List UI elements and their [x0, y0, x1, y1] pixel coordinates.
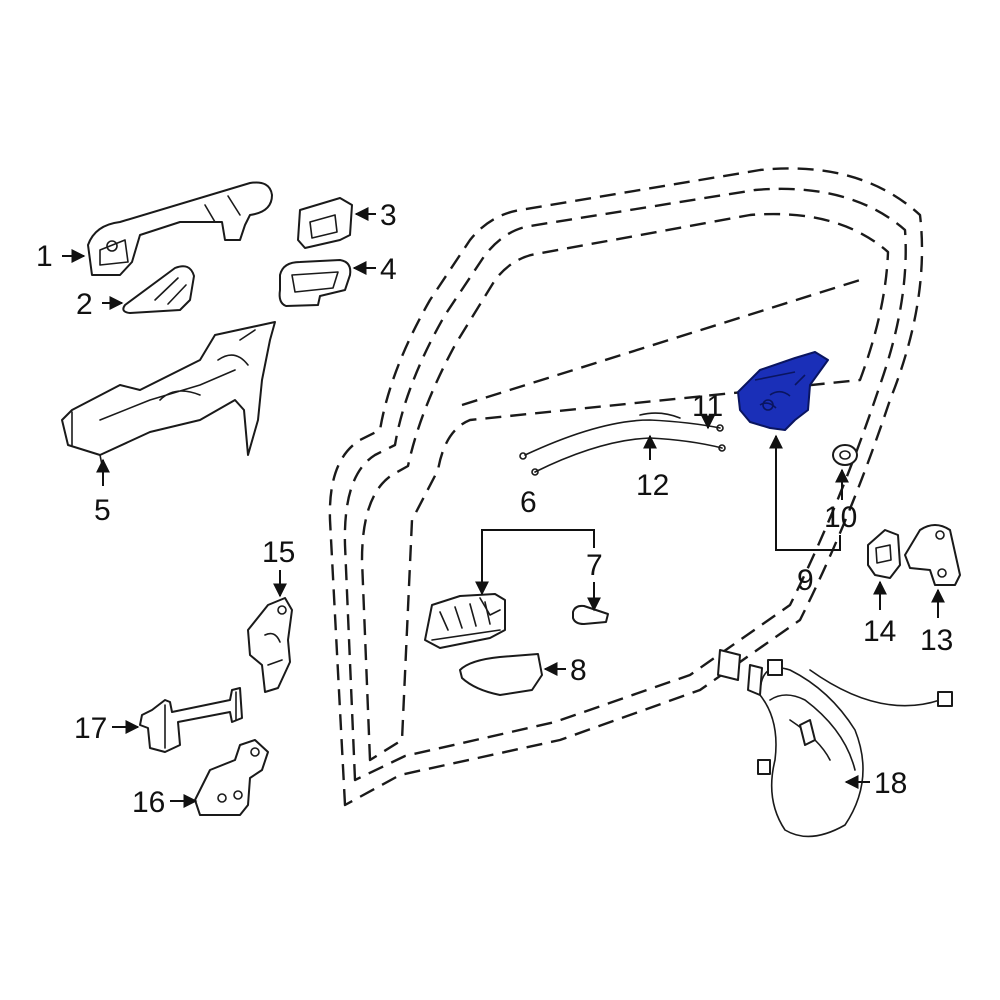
handle-bezel	[459, 653, 543, 696]
handle-assembly	[61, 321, 276, 466]
striker-plate	[904, 524, 961, 586]
handle-cover	[278, 259, 352, 307]
label-10: 10	[824, 501, 857, 534]
label-6: 6	[520, 486, 537, 519]
door-check	[139, 687, 243, 753]
handle-bracket	[297, 197, 353, 249]
label-1: 1	[36, 240, 53, 273]
label-4: 4	[380, 253, 397, 286]
label-12: 12	[636, 469, 669, 502]
door-lock-actuator	[737, 351, 829, 431]
label-16: 16	[132, 786, 165, 819]
label-5: 5	[94, 494, 111, 527]
wire-harness	[717, 649, 953, 838]
lock-cables	[519, 412, 726, 476]
door-outline	[328, 167, 924, 807]
inner-door-handle	[424, 593, 506, 649]
label-17: 17	[74, 712, 107, 745]
label-13: 13	[920, 624, 953, 657]
striker	[867, 529, 901, 579]
handle-pad	[122, 265, 195, 314]
label-9: 9	[797, 564, 814, 597]
label-8: 8	[570, 654, 587, 687]
upper-hinge	[247, 597, 293, 693]
lower-hinge	[194, 739, 269, 816]
lock-knob	[572, 604, 609, 625]
outer-handle-frame	[87, 181, 273, 276]
label-18: 18	[874, 767, 907, 800]
leader-lines	[62, 207, 945, 808]
label-11: 11	[692, 390, 723, 423]
callout-labels: 1 2 3 4 5 6 7 8 9 10 11 12 13 14 15 16 1…	[36, 199, 953, 819]
label-15: 15	[262, 536, 295, 569]
washer	[832, 444, 858, 466]
label-2: 2	[76, 288, 93, 321]
label-14: 14	[863, 615, 896, 648]
label-7: 7	[586, 549, 603, 582]
label-3: 3	[380, 199, 397, 232]
